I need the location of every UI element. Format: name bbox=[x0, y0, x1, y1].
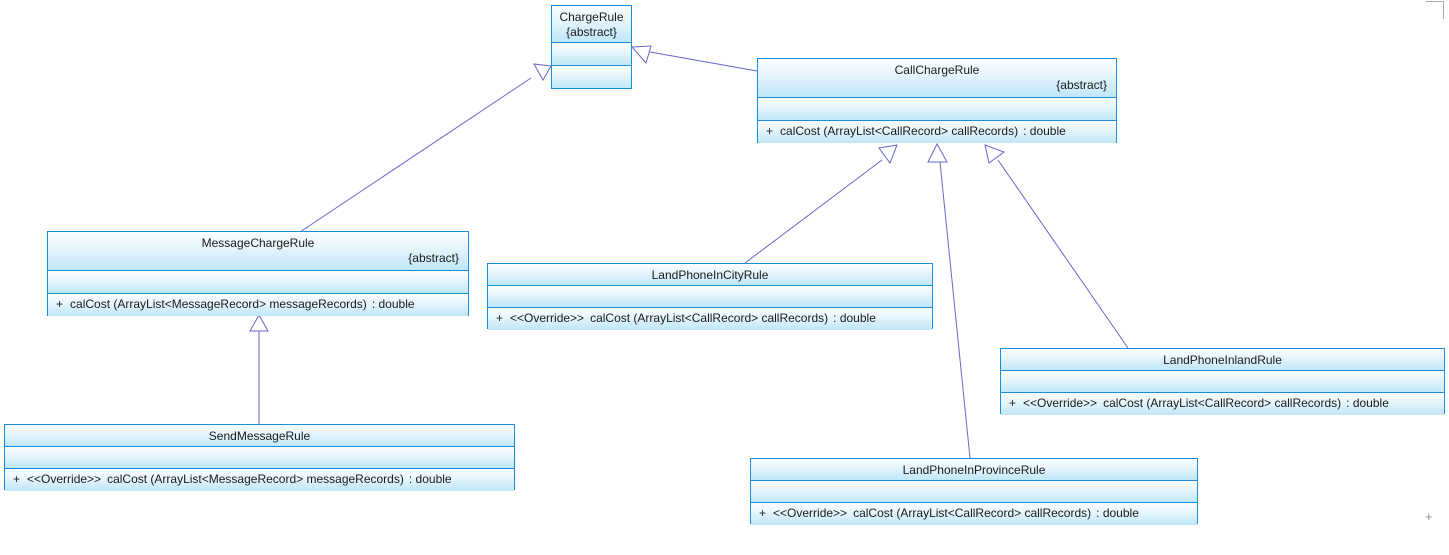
operation-visibility: + bbox=[766, 124, 774, 138]
operation-stereotype: <<Override>> bbox=[773, 506, 848, 520]
operation-return-separator: : bbox=[833, 311, 837, 325]
generalization-arrowhead bbox=[533, 63, 552, 82]
class-title-compartment: SendMessageRule bbox=[5, 425, 514, 446]
class-title-compartment: LandPhoneInProvinceRule bbox=[751, 459, 1197, 480]
operation-stereotype: <<Override>> bbox=[1023, 396, 1098, 410]
class-box-sendmessagerule[interactable]: SendMessageRule + <<Override>> calCost (Ar… bbox=[4, 424, 515, 491]
class-name: LandPhoneInlandRule bbox=[1163, 353, 1282, 367]
generalization-sendmessagerule-to-messagechargerule[interactable] bbox=[249, 313, 269, 424]
class-title-compartment: LandPhoneInlandRule bbox=[1001, 349, 1444, 370]
class-name: CallChargeRule bbox=[894, 63, 980, 77]
page-center-plus-mark: + bbox=[1425, 509, 1433, 524]
generalization-landphoneincityrule-to-callchargerule[interactable] bbox=[744, 144, 898, 264]
class-box-messagechargerule[interactable]: MessageChargeRule {abstract} + calCost (A… bbox=[47, 231, 469, 316]
operation-row[interactable]: + calCost (ArrayList<CallRecord> callReco… bbox=[758, 124, 1116, 139]
generalization-arrowhead bbox=[630, 45, 652, 65]
class-attributes-compartment bbox=[751, 480, 1197, 502]
operation-return-type: double bbox=[378, 297, 415, 311]
class-name: LandPhoneInProvinceRule bbox=[902, 463, 1046, 477]
class-operations-compartment: + <<Override>> calCost (ArrayList<CallReco… bbox=[751, 502, 1197, 525]
operation-signature: calCost (ArrayList<CallRecord> callRecor… bbox=[853, 506, 1092, 520]
generalization-arrowhead bbox=[249, 313, 269, 332]
generalization-arrowhead bbox=[984, 144, 1006, 164]
class-box-callchargerule[interactable]: CallChargeRule {abstract} + calCost (Arra… bbox=[757, 58, 1117, 143]
operation-visibility: + bbox=[56, 297, 64, 311]
class-attributes-compartment bbox=[1001, 370, 1444, 392]
operation-visibility: + bbox=[496, 311, 504, 325]
class-name: LandPhoneInCityRule bbox=[651, 268, 769, 282]
class-operations-compartment: + <<Override>> calCost (ArrayList<MessageR… bbox=[5, 468, 514, 491]
class-abstract-tag: {abstract} bbox=[408, 251, 459, 265]
operation-signature: calCost (ArrayList<MessageRecord> messag… bbox=[107, 472, 404, 486]
operation-return-type: double bbox=[1352, 396, 1389, 410]
operation-signature: calCost (ArrayList<CallRecord> callRecor… bbox=[1103, 396, 1342, 410]
class-operations-compartment: + calCost (ArrayList<MessageRecord> messa… bbox=[48, 293, 468, 316]
class-box-landphoneinlandrule[interactable]: LandPhoneInlandRule + <<Override>> calCost… bbox=[1000, 348, 1445, 415]
class-title-compartment: CallChargeRule {abstract} bbox=[758, 59, 1116, 97]
operation-return-separator: : bbox=[371, 297, 376, 311]
class-name: MessageChargeRule bbox=[201, 236, 315, 250]
class-box-landphoneinprovincerule[interactable]: LandPhoneInProvinceRule + <<Override>> cal… bbox=[750, 458, 1198, 525]
class-title-compartment: MessageChargeRule {abstract} bbox=[48, 232, 468, 270]
generalization-line bbox=[649, 51, 758, 72]
operation-return-type: double bbox=[415, 472, 452, 486]
class-name: SendMessageRule bbox=[208, 429, 311, 443]
operation-return-separator: : bbox=[1096, 506, 1100, 520]
operation-row[interactable]: + <<Override>> calCost (ArrayList<CallReco… bbox=[1001, 396, 1444, 411]
class-attributes-compartment bbox=[48, 270, 468, 293]
operation-return-separator: : bbox=[1023, 124, 1027, 138]
class-operations-compartment: + calCost (ArrayList<CallRecord> callReco… bbox=[758, 120, 1116, 143]
class-title-compartment: LandPhoneInCityRule bbox=[488, 264, 932, 285]
operation-row[interactable]: + <<Override>> calCost (ArrayList<MessageR… bbox=[5, 472, 514, 487]
class-title-compartment: ChargeRule {abstract} bbox=[552, 6, 631, 42]
class-operations-compartment bbox=[552, 65, 631, 88]
class-operations-compartment: + <<Override>> calCost (ArrayList<CallReco… bbox=[488, 307, 932, 330]
page-corner-mark bbox=[1426, 1, 1444, 19]
class-abstract-tag: {abstract} bbox=[1056, 78, 1107, 92]
operation-signature: calCost (ArrayList<CallRecord> callRecor… bbox=[780, 124, 1019, 138]
operation-row[interactable]: + calCost (ArrayList<MessageRecord> messa… bbox=[48, 297, 468, 312]
operation-stereotype: <<Override>> bbox=[510, 311, 585, 325]
class-abstract-tag: {abstract} bbox=[566, 25, 617, 39]
generalization-line bbox=[939, 161, 971, 459]
class-box-chargerule[interactable]: ChargeRule {abstract} bbox=[551, 5, 632, 89]
generalization-messagechargerule-to-chargerule[interactable] bbox=[299, 63, 552, 233]
operation-row[interactable]: + <<Override>> calCost (ArrayList<CallReco… bbox=[751, 506, 1197, 521]
operation-return-type: double bbox=[1029, 124, 1066, 138]
operation-visibility: + bbox=[13, 472, 21, 486]
operation-visibility: + bbox=[759, 506, 767, 520]
generalization-landphoneinprovincerule-to-callchargerule[interactable] bbox=[927, 142, 971, 459]
generalization-arrowhead bbox=[927, 142, 948, 163]
operation-stereotype: <<Override>> bbox=[27, 472, 102, 486]
class-attributes-compartment bbox=[552, 42, 631, 65]
class-attributes-compartment bbox=[758, 97, 1116, 120]
generalization-line bbox=[997, 159, 1129, 349]
operation-signature: calCost (ArrayList<CallRecord> callRecor… bbox=[590, 311, 829, 325]
operation-return-separator: : bbox=[1346, 396, 1350, 410]
operation-visibility: + bbox=[1009, 396, 1017, 410]
class-name: ChargeRule bbox=[559, 10, 624, 24]
generalization-line bbox=[299, 77, 532, 233]
class-attributes-compartment bbox=[488, 285, 932, 307]
operation-return-type: double bbox=[1102, 506, 1139, 520]
class-operations-compartment: + <<Override>> calCost (ArrayList<CallReco… bbox=[1001, 392, 1444, 415]
generalization-line bbox=[744, 159, 883, 264]
generalization-arrowhead bbox=[878, 144, 898, 165]
class-attributes-compartment bbox=[5, 446, 514, 468]
class-box-landphoneincityrule[interactable]: LandPhoneInCityRule + <<Override>> calCost… bbox=[487, 263, 933, 330]
generalization-landphoneinlandrule-to-callchargerule[interactable] bbox=[984, 144, 1129, 349]
operation-row[interactable]: + <<Override>> calCost (ArrayList<CallReco… bbox=[488, 311, 932, 326]
operation-return-type: double bbox=[839, 311, 876, 325]
operation-signature: calCost (ArrayList<MessageRecord> messag… bbox=[70, 297, 367, 311]
operation-return-separator: : bbox=[408, 472, 413, 486]
generalization-callchargerule-to-chargerule[interactable] bbox=[630, 45, 758, 72]
